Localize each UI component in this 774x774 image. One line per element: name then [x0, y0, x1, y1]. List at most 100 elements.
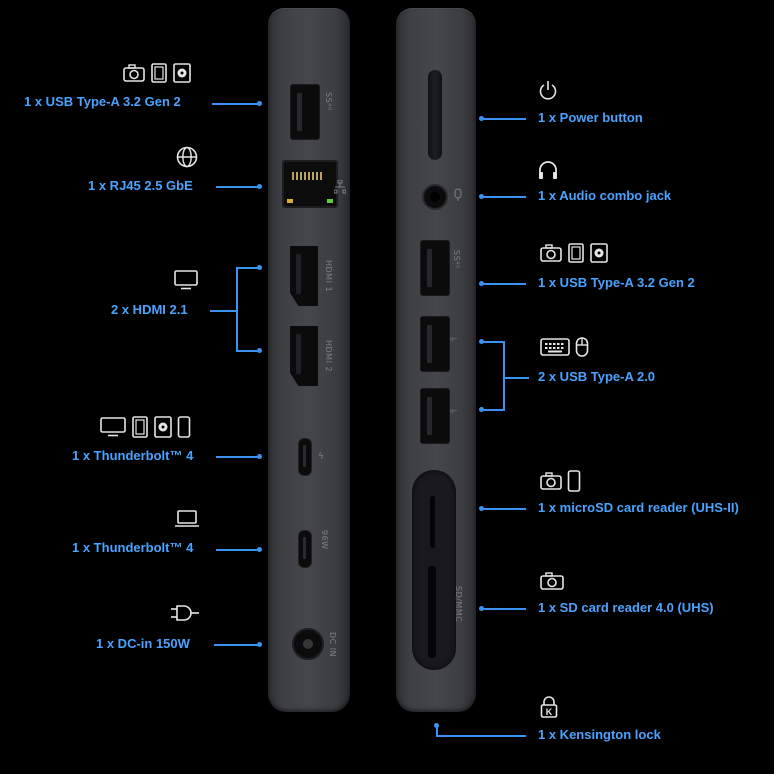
microsd-leader-line [482, 508, 526, 510]
phone-outline-icon [151, 63, 167, 83]
hdmi-leader-dot-1 [257, 265, 262, 270]
smartphone-icon [177, 416, 191, 438]
sd-icons [540, 571, 564, 591]
thunderbolt-2-label: 1 x Thunderbolt™ 4 [72, 540, 194, 555]
usb-a-left-leader-dot [257, 101, 262, 106]
thunderbolt-2-leader-line [216, 549, 260, 551]
audio-leader-line [482, 196, 526, 198]
usb-a-2-0-leader-bottom [482, 409, 504, 411]
usb-a-3-2-port-left [290, 84, 320, 140]
hdmi-port-2 [290, 326, 318, 386]
usb-a-2-0-leader-top [482, 341, 504, 343]
rj45-port [282, 160, 338, 208]
hdmi-leader-dot-2 [257, 348, 262, 353]
usb-trident-engraving-1: ⟜ [450, 334, 458, 344]
audio-icons [538, 160, 558, 180]
hdmi-leader-bottom [236, 350, 260, 352]
kensington-leader-vertical [436, 725, 438, 736]
hdmi1-engraving: HDMI 1 [324, 260, 333, 293]
power-button-leader-dot [479, 116, 484, 121]
headset-engraving-icon [454, 188, 462, 201]
usb-ss-engraving: SS⁴⁰ [324, 92, 333, 111]
monitor-icon [100, 417, 126, 437]
phone-outline-icon [568, 243, 584, 263]
tb-96w-engraving: 96W [320, 530, 329, 550]
mouse-icon [575, 337, 589, 357]
dc-in-label: 1 x DC-in 150W [96, 636, 190, 651]
power-plug-icon [171, 605, 199, 621]
usb-trident-engraving-2: ⟜ [450, 406, 458, 416]
monitor-icon [174, 270, 198, 290]
hdmi-port-1 [290, 246, 318, 306]
dock-right-side-panel: SS⁴⁰ ⟜ ⟜ SD/MMC [396, 8, 476, 712]
usb-a-2-0-port-1 [420, 316, 450, 372]
usb-ss-engraving-right: SS⁴⁰ [452, 250, 461, 269]
rj45-leader-dot [257, 184, 262, 189]
kensington-lock-icon: K [540, 696, 558, 718]
sd-mmc-engraving: SD/MMC [454, 586, 463, 623]
camera-icon [540, 472, 562, 490]
rj45-leader-line [216, 186, 260, 188]
thunderbolt-1-leader-dot [257, 454, 262, 459]
keyboard-icon [540, 338, 570, 356]
usb-a-3-2-right-label: 1 x USB Type-A 3.2 Gen 2 [538, 275, 695, 290]
thunderbolt-2-icons [174, 510, 200, 528]
usb-a-3-2-port-right [420, 240, 450, 296]
thunderbolt-1-icons [100, 416, 191, 438]
dc-in-leader-line [214, 644, 260, 646]
thunderbolt-port-2 [298, 530, 312, 568]
dc-in-engraving: DC IN [328, 632, 337, 658]
audio-jack-port [422, 184, 448, 210]
power-button-leader-line [482, 118, 526, 120]
camera-icon [540, 572, 564, 590]
microsd-icons [540, 470, 581, 492]
sd-leader-dot [479, 606, 484, 611]
dc-in-leader-dot [257, 642, 262, 647]
svg-text:K: K [546, 707, 553, 717]
microsd-label: 1 x microSD card reader (UHS-II) [538, 500, 739, 515]
rj45-icons [176, 146, 198, 168]
dock-left-side-panel: SS⁴⁰ HDMI 1 HDMI 2 ϟ 96W DC IN [268, 8, 350, 712]
card-reader-recess [412, 470, 456, 670]
usb-a-2-0-leader-bracket [503, 341, 505, 411]
headphones-icon [539, 161, 557, 179]
hdmi-icons [174, 270, 198, 290]
usb-a-2-0-leader-dot-1 [479, 339, 484, 344]
rj45-label: 1 x RJ45 2.5 GbE [88, 178, 193, 193]
globe-icon [176, 146, 198, 168]
usb-a-right-leader-line [482, 283, 526, 285]
usb-a-2-0-label: 2 x USB Type-A 2.0 [538, 369, 656, 384]
power-icon [539, 81, 557, 100]
usb-a-2-0-leader-line [503, 377, 529, 379]
sd-label: 1 x SD card reader 4.0 (UHS) [538, 600, 714, 615]
audio-leader-dot [479, 194, 484, 199]
hdmi2-engraving: HDMI 2 [324, 340, 333, 373]
dc-in-icons [170, 604, 200, 622]
usb-a-2-0-icons [540, 337, 589, 357]
dc-in-port [292, 628, 324, 660]
hdmi-leader-line [210, 310, 236, 312]
microsd-slot [430, 496, 435, 548]
camera-icon [123, 64, 145, 82]
kensington-leader-line [436, 735, 526, 737]
thunderbolt-1-label: 1 x Thunderbolt™ 4 [72, 448, 194, 463]
smartphone-icon [567, 470, 581, 492]
external-drive-icon [590, 243, 608, 263]
power-button-hardware [428, 70, 442, 160]
sd-leader-line [482, 608, 526, 610]
usb-a-2-0-port-2 [420, 388, 450, 444]
usb-a-2-0-leader-dot-2 [479, 407, 484, 412]
thunderbolt-1-leader-line [216, 456, 260, 458]
hdmi-leader-bracket [236, 267, 238, 351]
usb-a-left-leader-line [212, 103, 260, 105]
usb-a-3-2-left-label: 1 x USB Type-A 3.2 Gen 2 [24, 94, 181, 109]
power-button-label: 1 x Power button [538, 110, 643, 125]
network-engraving-icon [334, 180, 346, 194]
thunderbolt-2-leader-dot [257, 547, 262, 552]
external-drive-icon [154, 416, 172, 438]
thunderbolt-port-1 [298, 438, 312, 476]
usb-a-right-leader-dot [479, 281, 484, 286]
thunderbolt-bolt-engraving: ϟ [318, 452, 324, 462]
camera-icon [540, 244, 562, 262]
